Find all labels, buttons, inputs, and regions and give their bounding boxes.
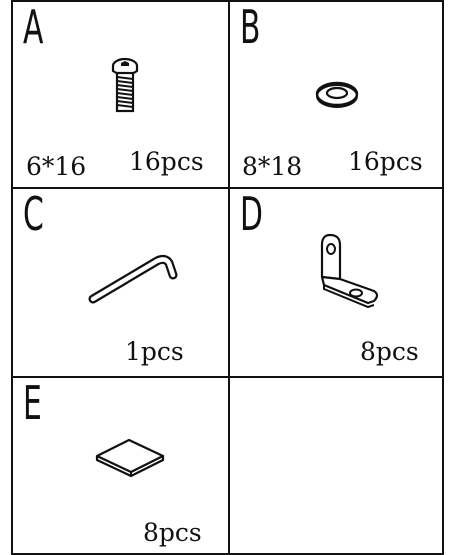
part-size: 8*18 bbox=[242, 154, 302, 179]
part-letter: D bbox=[240, 191, 263, 237]
flat-washer-icon bbox=[313, 78, 361, 110]
part-cell-b: B 8*18 16pcs bbox=[228, 0, 444, 189]
part-cell-e: E 8pcs bbox=[11, 376, 230, 555]
part-letter: E bbox=[23, 380, 42, 426]
part-letter: A bbox=[23, 4, 43, 50]
part-cell-d: D 8pcs bbox=[228, 187, 444, 378]
l-bracket-icon bbox=[310, 233, 382, 309]
empty-cell bbox=[228, 376, 444, 555]
square-pad-icon bbox=[93, 438, 169, 478]
part-cell-c: C 1pcs bbox=[11, 187, 230, 378]
part-quantity: 16pcs bbox=[129, 149, 204, 174]
part-cell-a: A 6*16 16pcs bbox=[11, 0, 230, 189]
hex-key-icon bbox=[87, 249, 183, 311]
part-quantity: 16pcs bbox=[348, 149, 423, 174]
part-size: 6*16 bbox=[26, 154, 86, 179]
part-quantity: 1pcs bbox=[125, 339, 184, 364]
part-quantity: 8pcs bbox=[360, 339, 419, 364]
hex-socket-bolt-icon bbox=[107, 57, 143, 115]
part-letter: B bbox=[240, 4, 260, 50]
part-letter: C bbox=[23, 191, 44, 237]
part-quantity: 8pcs bbox=[143, 520, 202, 545]
